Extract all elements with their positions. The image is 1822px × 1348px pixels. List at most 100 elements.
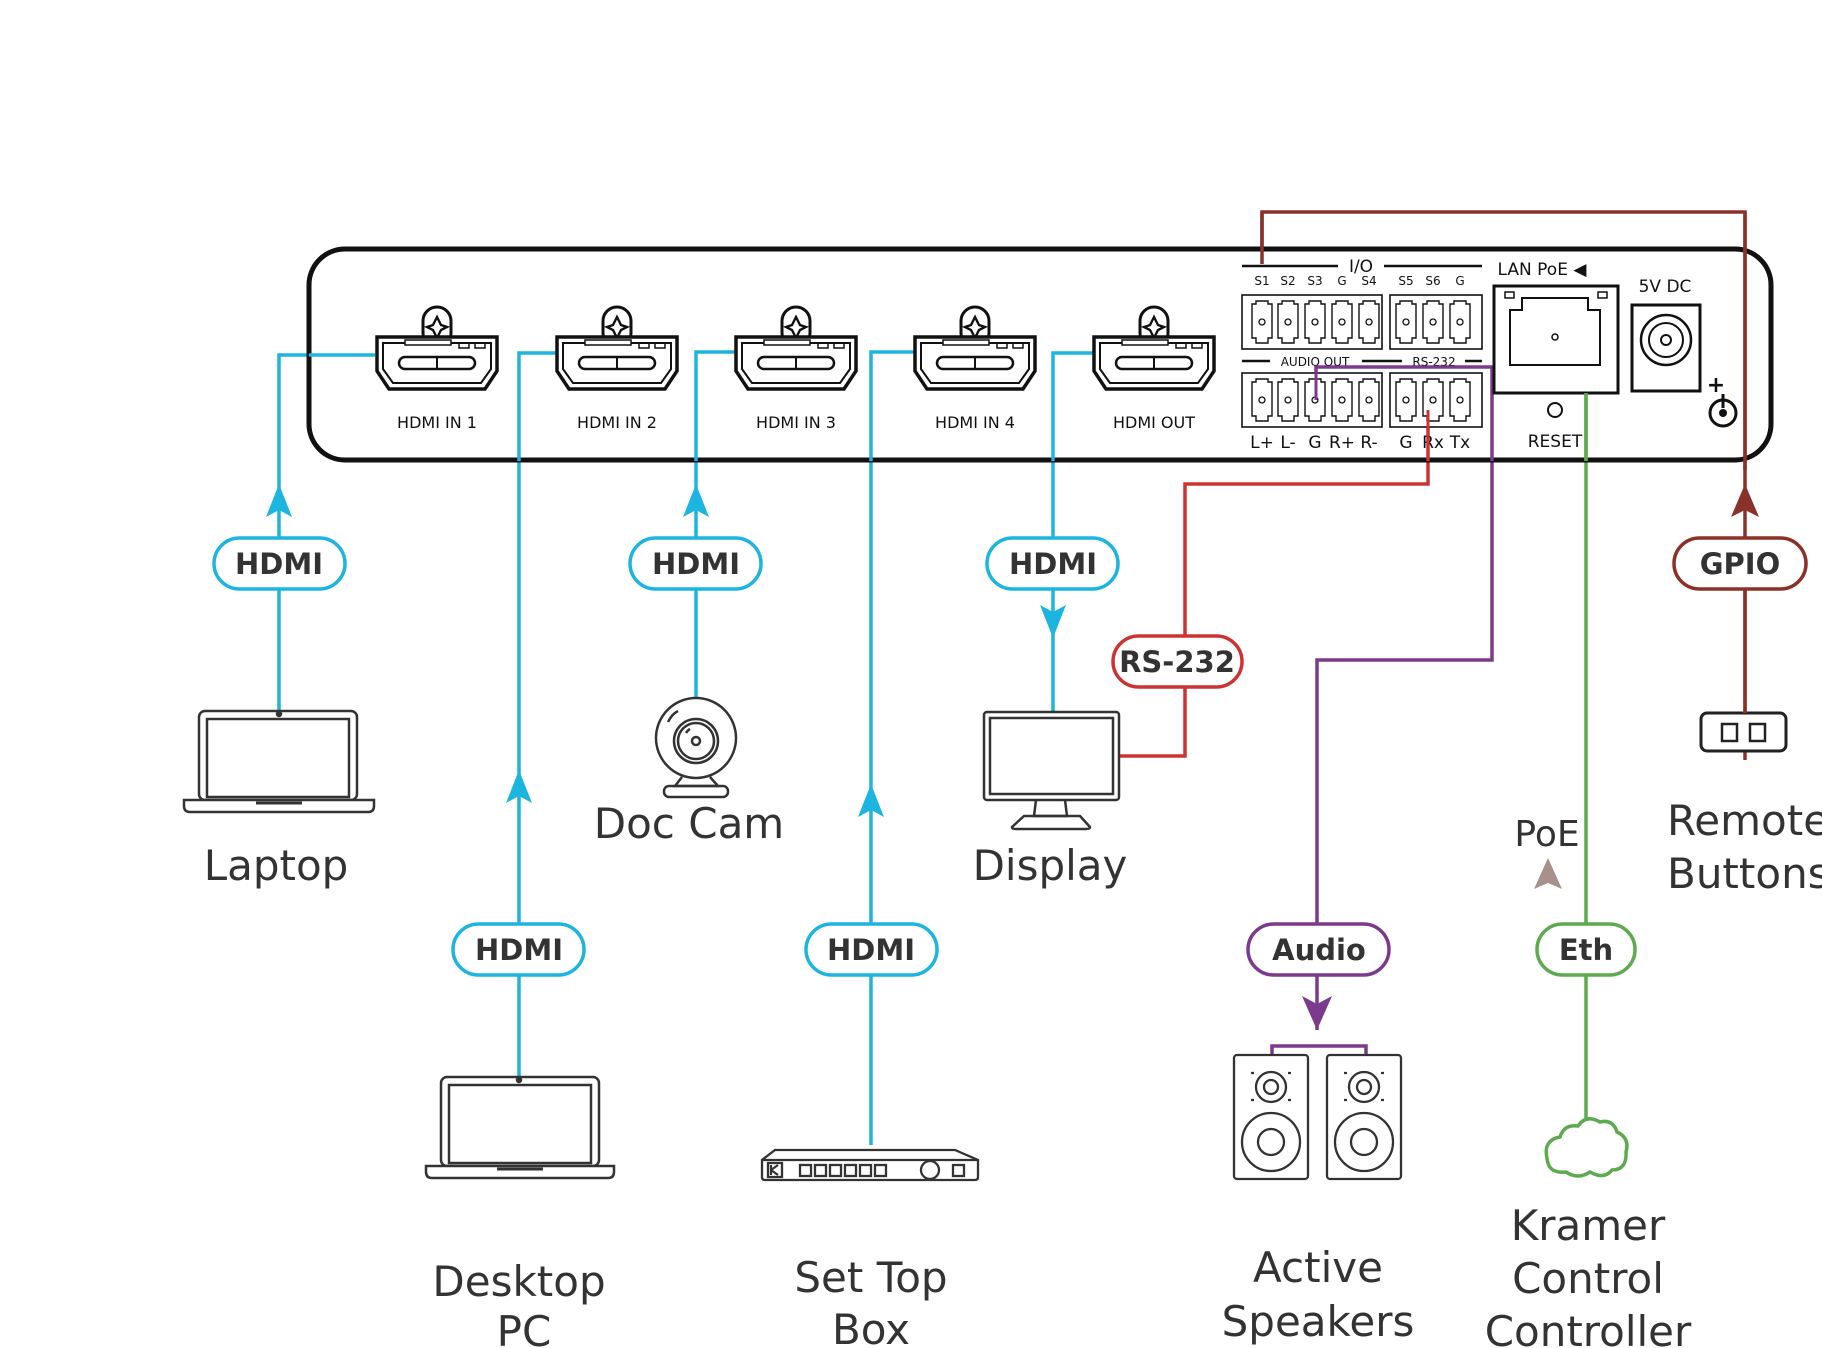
gpio-pill: GPIO bbox=[1672, 536, 1808, 591]
set-top-box-label-line2: Box bbox=[832, 1305, 910, 1348]
audio-terminal bbox=[1331, 378, 1353, 422]
controller-label-line2: Control bbox=[1512, 1254, 1664, 1303]
active-speakers-icon bbox=[1232, 1053, 1403, 1181]
rs232-pin-label: Tx bbox=[1449, 433, 1470, 453]
pill-label: HDMI bbox=[652, 547, 740, 581]
remote-buttons-label-line2: Buttons bbox=[1667, 849, 1822, 898]
pill-label: HDMI bbox=[1009, 547, 1097, 581]
io-pin-label: S1 bbox=[1254, 274, 1269, 288]
pill-label: HDMI bbox=[475, 933, 563, 967]
audio-terminal bbox=[1358, 378, 1380, 422]
hdmi-in-4-port: HDMI IN 4 bbox=[913, 305, 1037, 432]
pill-label: RS-232 bbox=[1119, 645, 1235, 679]
pill-label: Eth bbox=[1559, 933, 1613, 967]
hdmi-pill-doccam: HDMI bbox=[628, 536, 763, 591]
hdmi-in-2-port: HDMI IN 2 bbox=[555, 305, 679, 432]
display-label: Display bbox=[973, 841, 1128, 890]
pill-label: HDMI bbox=[827, 933, 915, 967]
arrow-up-settopbox bbox=[858, 784, 884, 817]
pill-label: Audio bbox=[1272, 933, 1366, 967]
io-terminal bbox=[1449, 300, 1471, 344]
reset-label: RESET bbox=[1528, 432, 1583, 452]
power-label: 5V DC bbox=[1639, 277, 1692, 297]
arrow-up-laptop bbox=[266, 484, 292, 517]
audio-pin-label: R+ bbox=[1329, 433, 1355, 453]
lan-label: LAN PoE ◀ bbox=[1498, 260, 1588, 280]
io-terminal-block: I/O S1 S2 S3 G S4 S5 S6 G bbox=[1241, 257, 1483, 350]
poe-arrow-icon bbox=[1534, 858, 1562, 889]
arrow-down-display bbox=[1040, 605, 1066, 638]
set-top-box-icon bbox=[760, 1148, 980, 1182]
hdmi-in-1-port: HDMI IN 1 bbox=[375, 305, 499, 432]
remote-buttons-icon bbox=[1699, 711, 1788, 753]
set-top-box-label-line1: Set Top bbox=[794, 1253, 947, 1302]
lan-poe-port: LAN PoE ◀ bbox=[1492, 260, 1620, 395]
doc-cam-label: Doc Cam bbox=[594, 799, 784, 848]
audio-pill: Audio bbox=[1246, 922, 1391, 977]
active-speakers-label-line1: Active bbox=[1253, 1243, 1383, 1292]
port-label: HDMI IN 1 bbox=[397, 413, 477, 432]
audio-terminal bbox=[1277, 378, 1299, 422]
hdmi-wire-settopbox bbox=[869, 350, 914, 1145]
rs232-terminal bbox=[1422, 378, 1444, 422]
doc-cam-icon bbox=[654, 696, 738, 799]
io-pin-label: S4 bbox=[1361, 274, 1376, 288]
hdmi-pill-desktop: HDMI bbox=[451, 922, 586, 977]
reset-button: RESET bbox=[1528, 402, 1583, 452]
rs232-pill: RS-232 bbox=[1111, 634, 1244, 689]
desktop-pc-icon bbox=[424, 1075, 616, 1180]
io-pin-label: G bbox=[1455, 274, 1464, 288]
arrow-down-speakers bbox=[1302, 996, 1332, 1030]
io-pin-label: S6 bbox=[1425, 274, 1440, 288]
desktop-pc-label-line1: Desktop bbox=[432, 1257, 605, 1306]
audio-pin-label: L+ bbox=[1250, 433, 1274, 453]
io-pin-label: G bbox=[1337, 274, 1346, 288]
arrow-up-doccam bbox=[683, 484, 709, 517]
cloud-icon bbox=[1544, 1117, 1629, 1178]
arrow-up-gpio bbox=[1731, 484, 1759, 517]
active-speakers-label-line2: Speakers bbox=[1222, 1297, 1415, 1346]
io-header: I/O bbox=[1349, 257, 1373, 277]
display-icon bbox=[982, 710, 1121, 831]
remote-buttons-label-line1: Remote bbox=[1667, 796, 1822, 845]
poe-label: PoE bbox=[1514, 814, 1579, 855]
io-terminal bbox=[1304, 300, 1326, 344]
port-label: HDMI IN 2 bbox=[577, 413, 657, 432]
audio-split-wire bbox=[1270, 1044, 1368, 1054]
power-connector: 5V DC + bbox=[1630, 277, 1738, 428]
io-pin-label: S5 bbox=[1398, 274, 1413, 288]
io-terminal bbox=[1331, 300, 1353, 344]
audio-pin-label: L- bbox=[1280, 433, 1295, 453]
audio-pin-label: G bbox=[1308, 433, 1321, 453]
controller-label-line1: Kramer bbox=[1511, 1201, 1666, 1250]
rs232-pin-label: Rx bbox=[1422, 433, 1444, 453]
io-terminal bbox=[1395, 300, 1417, 344]
hdmi-pill-display: HDMI bbox=[985, 536, 1120, 591]
audio-terminal bbox=[1251, 378, 1273, 422]
pill-label: GPIO bbox=[1700, 547, 1781, 581]
laptop-label: Laptop bbox=[204, 841, 349, 890]
audio-pin-label: R- bbox=[1360, 433, 1377, 453]
rs232-terminal bbox=[1449, 378, 1471, 422]
io-terminal bbox=[1422, 300, 1444, 344]
arrow-up-desktop bbox=[506, 770, 532, 803]
port-label: HDMI IN 4 bbox=[935, 413, 1015, 432]
port-label: HDMI OUT bbox=[1113, 413, 1195, 432]
io-pin-label: S3 bbox=[1307, 274, 1322, 288]
hdmi-pill-laptop: HDMI bbox=[212, 536, 347, 591]
hdmi-out-port: HDMI OUT bbox=[1092, 305, 1216, 432]
polarity-plus: + bbox=[1707, 373, 1725, 398]
desktop-pc-label-line2: PC bbox=[497, 1307, 552, 1348]
rs232-terminal bbox=[1395, 378, 1417, 422]
port-label: HDMI IN 3 bbox=[756, 413, 836, 432]
rs232-pin-label: G bbox=[1399, 433, 1412, 453]
controller-label-line3: Controller bbox=[1485, 1307, 1692, 1348]
io-terminal bbox=[1277, 300, 1299, 344]
io-terminal bbox=[1358, 300, 1380, 344]
hdmi-pill-settopbox: HDMI bbox=[804, 922, 939, 977]
laptop-icon bbox=[182, 709, 376, 814]
hdmi-in-3-port: HDMI IN 3 bbox=[734, 305, 858, 432]
io-pin-label: S2 bbox=[1280, 274, 1295, 288]
io-terminal bbox=[1251, 300, 1273, 344]
